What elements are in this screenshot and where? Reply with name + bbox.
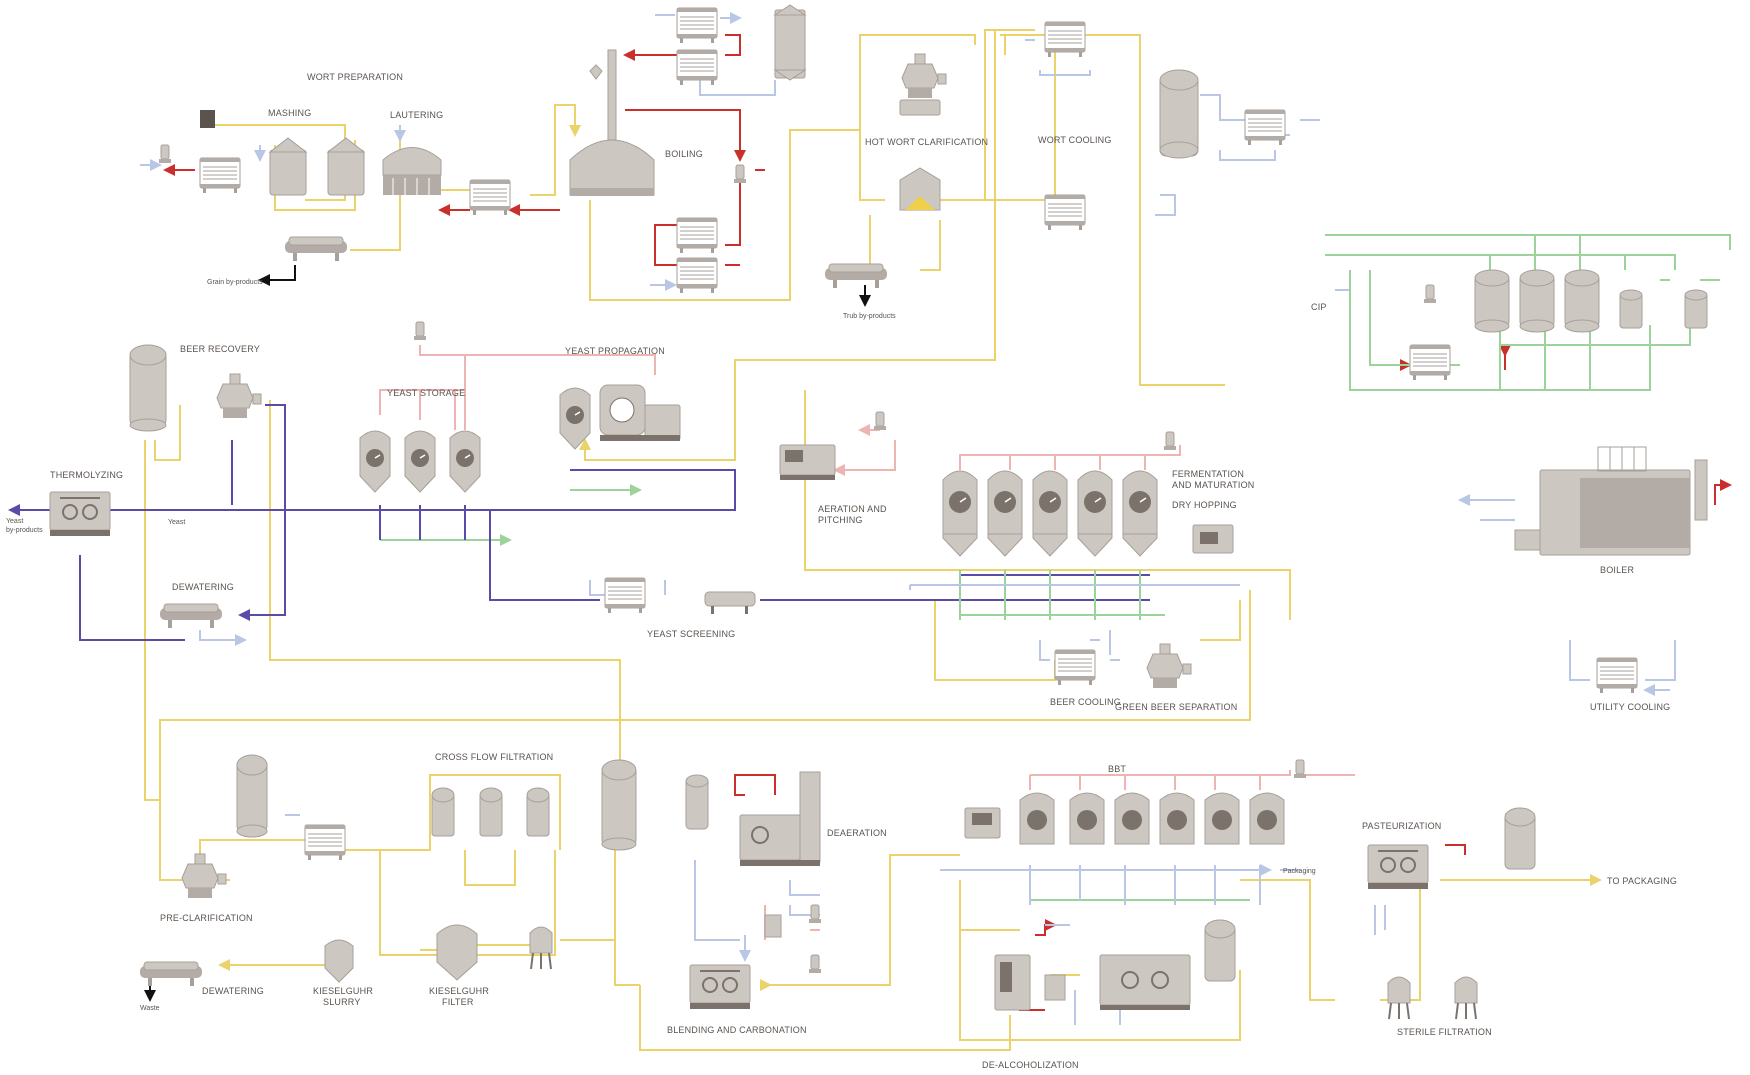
label-lautering: LAUTERING bbox=[390, 110, 443, 120]
label-dewatering-bottom: DEWATERING bbox=[202, 986, 264, 996]
label-fermentation-1: FERMENTATION bbox=[1172, 469, 1244, 479]
bbt-tanks bbox=[1019, 792, 1285, 845]
label-kieselguhr-filter-2: FILTER bbox=[442, 997, 474, 1007]
label-aeration-2: PITCHING bbox=[818, 515, 863, 525]
label-de-alcoholization: DE-ALCOHOLIZATION bbox=[982, 1060, 1079, 1070]
gas-lines bbox=[379, 345, 1355, 940]
utility-cooling-exchanger bbox=[1596, 657, 1638, 694]
label-fermentation-2: AND MATURATION bbox=[1172, 480, 1254, 490]
wort-cooling-equipment bbox=[1044, 21, 1286, 231]
hot-water-lines bbox=[163, 34, 1732, 1011]
cross-flow-heat-exchanger bbox=[304, 824, 346, 861]
yeast-gas-filter bbox=[413, 321, 427, 341]
label-pre-clarification: PRE-CLARIFICATION bbox=[160, 913, 253, 923]
label-green-beer-separation: GREEN BEER SEPARATION bbox=[1115, 702, 1237, 712]
trap-filter bbox=[529, 926, 553, 970]
label-bbt: BBT bbox=[1108, 764, 1126, 774]
label-kieselguhr-filter-1: KIESELGUHR bbox=[429, 986, 489, 996]
label-yeast-screening: YEAST SCREENING bbox=[647, 629, 735, 639]
yeast-storage-tanks bbox=[359, 430, 481, 493]
label-yeast-storage: YEAST STORAGE bbox=[387, 388, 465, 398]
wort-preheater bbox=[469, 179, 511, 216]
blending-carbonation-unit bbox=[689, 964, 751, 1010]
cip-lines bbox=[380, 234, 1731, 901]
yeast-dewatering-decanter bbox=[159, 603, 223, 629]
label-kieselguhr-slurry-2: SLURRY bbox=[323, 997, 361, 1007]
cip-equipment bbox=[1409, 269, 1708, 381]
sterile-filters bbox=[1387, 976, 1478, 1020]
cross-flow-filtration-tanks bbox=[431, 787, 550, 837]
pre-clarification-tank bbox=[236, 754, 268, 838]
label-to-packaging: TO PACKAGING bbox=[1607, 876, 1677, 886]
trub-decanter bbox=[824, 263, 888, 289]
label-blending-carbonation: BLENDING AND CARBONATION bbox=[667, 1025, 807, 1035]
label-aeration-1: AERATION AND bbox=[818, 504, 887, 514]
packaging-tank bbox=[1504, 807, 1536, 870]
boiler-equipment bbox=[1514, 446, 1708, 556]
green-beer-separator bbox=[1146, 643, 1192, 689]
boiling-kettle bbox=[569, 49, 655, 196]
fermentation-tanks bbox=[942, 431, 1177, 557]
label-trub-byproducts: Trub by-products bbox=[843, 313, 896, 320]
kieselguhr-filter bbox=[436, 924, 478, 981]
label-boiler: BOILER bbox=[1600, 565, 1635, 575]
label-thermolyzing: THERMOLYZING bbox=[50, 470, 123, 480]
label-cip: CIP bbox=[1311, 302, 1327, 312]
mashing-equipment bbox=[158, 110, 366, 196]
kieselguhr-dewatering-decanter bbox=[139, 961, 203, 987]
label-yeast-byproducts-2: by-products bbox=[6, 527, 43, 534]
label-grain-byproducts: Grain by-products bbox=[207, 279, 263, 286]
label-mashing: MASHING bbox=[268, 108, 311, 118]
yeast-propagation-equipment bbox=[559, 384, 681, 450]
lautering-equipment bbox=[382, 147, 442, 195]
cold-water-lines bbox=[140, 12, 1676, 1025]
fermenter-valve-grid bbox=[909, 570, 1261, 905]
spent-grain-decanter bbox=[284, 236, 348, 262]
label-beer-cooling: BEER COOLING bbox=[1050, 697, 1121, 707]
label-pasteurization: PASTEURIZATION bbox=[1362, 821, 1441, 831]
label-dry-hopping: DRY HOPPING bbox=[1172, 500, 1237, 510]
label-yeast-flow: Yeast bbox=[168, 519, 185, 526]
bbt-gas-filter bbox=[1293, 759, 1307, 779]
byproduct-lines bbox=[144, 265, 871, 1002]
beer-cooling-equipment bbox=[1054, 649, 1096, 686]
label-wort-cooling: WORT COOLING bbox=[1038, 135, 1112, 145]
boiling-heat-exchangers bbox=[676, 4, 807, 294]
hot-wort-separator bbox=[899, 53, 947, 116]
label-packaging: Packaging bbox=[1283, 868, 1316, 875]
label-kieselguhr-slurry-1: KIESELGUHR bbox=[313, 986, 373, 996]
kieselguhr-slurry-tank bbox=[324, 939, 354, 983]
bbt-control-panel bbox=[964, 807, 1001, 839]
pre-clarification-separator bbox=[181, 853, 227, 899]
de-alcoholization-equipment bbox=[994, 919, 1236, 1011]
label-deaeration: DEAERATION bbox=[827, 828, 887, 838]
stage-labels: WORT PREPARATION MASHING LAUTERING BOILI… bbox=[6, 72, 1677, 1070]
aeration-pitching-unit bbox=[779, 411, 887, 480]
pasteurization-unit bbox=[1367, 844, 1429, 890]
label-hot-wort-clarification: HOT WORT CLARIFICATION bbox=[865, 137, 988, 147]
label-wort-preparation: WORT PREPARATION bbox=[307, 72, 403, 82]
label-yeast-propagation: YEAST PROPAGATION bbox=[565, 346, 665, 356]
label-beer-recovery: BEER RECOVERY bbox=[180, 344, 260, 354]
beer-recovery-tank bbox=[129, 344, 167, 432]
yeast-screening-equipment bbox=[604, 577, 756, 614]
beer-recovery-separator bbox=[216, 373, 262, 419]
label-sterile-filtration: STERILE FILTRATION bbox=[1397, 1027, 1492, 1037]
dry-hopping-unit bbox=[1192, 524, 1234, 554]
label-waste: Waste bbox=[140, 1005, 160, 1012]
label-utility-cooling: UTILITY COOLING bbox=[1590, 702, 1670, 712]
label-dewatering-top: DEWATERING bbox=[172, 582, 234, 592]
label-cross-flow-filtration: CROSS FLOW FILTRATION bbox=[435, 752, 553, 762]
deaeration-equipment bbox=[685, 771, 822, 974]
buffer-tank bbox=[601, 759, 637, 851]
thermolyzing-unit bbox=[49, 491, 111, 537]
label-boiling: BOILING bbox=[665, 149, 703, 159]
label-yeast-byproducts-1: Yeast bbox=[6, 518, 23, 525]
whirlpool bbox=[899, 167, 941, 211]
